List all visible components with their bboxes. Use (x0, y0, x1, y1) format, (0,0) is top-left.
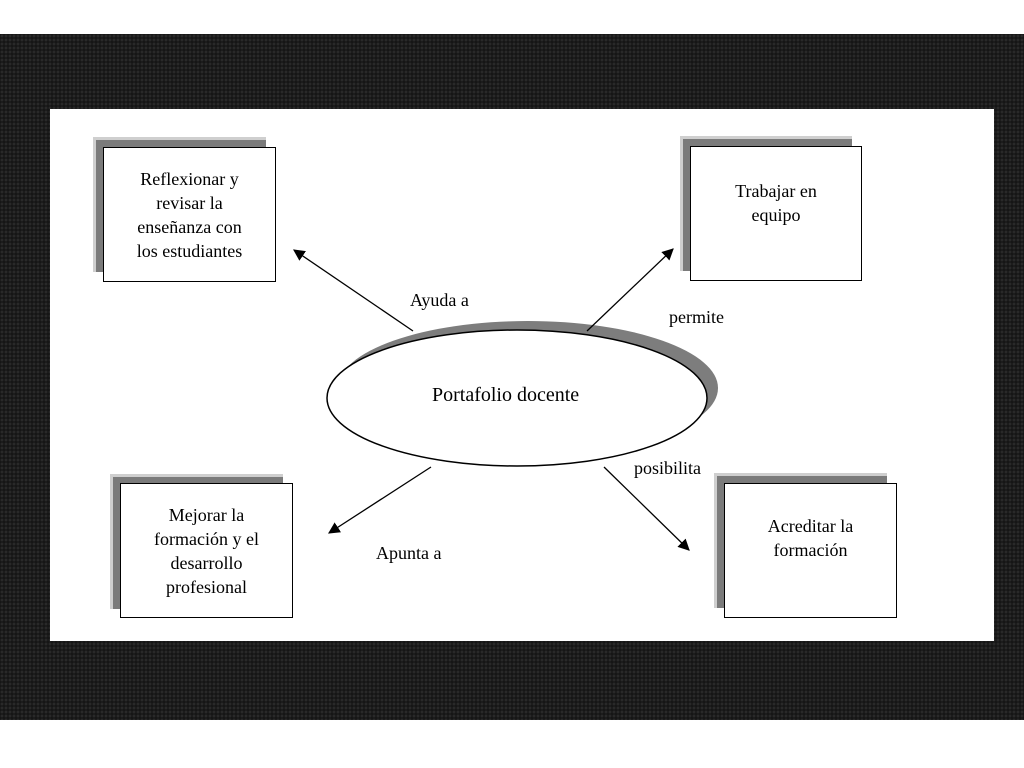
box-bottom-left: Mejorar la formación y el desarrollo pro… (120, 483, 293, 618)
edge-label-bottom-left: Apunta a (376, 543, 442, 563)
arrow-to-top-right (586, 248, 674, 332)
edge-label-top-right: permite (669, 307, 724, 327)
box-bottom-right-text: Acreditar la formación (767, 516, 854, 560)
edge-label-top-left: Ayuda a (410, 290, 469, 310)
box-top-left-text: Reflexionar y revisar la enseñanza con l… (136, 168, 243, 261)
box-top-right: Trabajar en equipo (690, 146, 862, 281)
arrow-to-bottom-right (603, 466, 690, 551)
box-top-right-text: Trabajar en equipo (735, 181, 817, 225)
box-top-left: Reflexionar y revisar la enseñanza con l… (103, 147, 276, 282)
arrow-to-top-left (293, 249, 414, 332)
arrow-to-bottom-left (328, 466, 432, 534)
center-label: Portafolio docente (432, 384, 580, 406)
center-ellipse (326, 329, 708, 467)
box-bottom-right: Acreditar la formación (724, 483, 897, 618)
edge-label-bottom-right: posibilita (634, 458, 701, 478)
box-bottom-left-text: Mejorar la formación y el desarrollo pro… (154, 504, 259, 597)
